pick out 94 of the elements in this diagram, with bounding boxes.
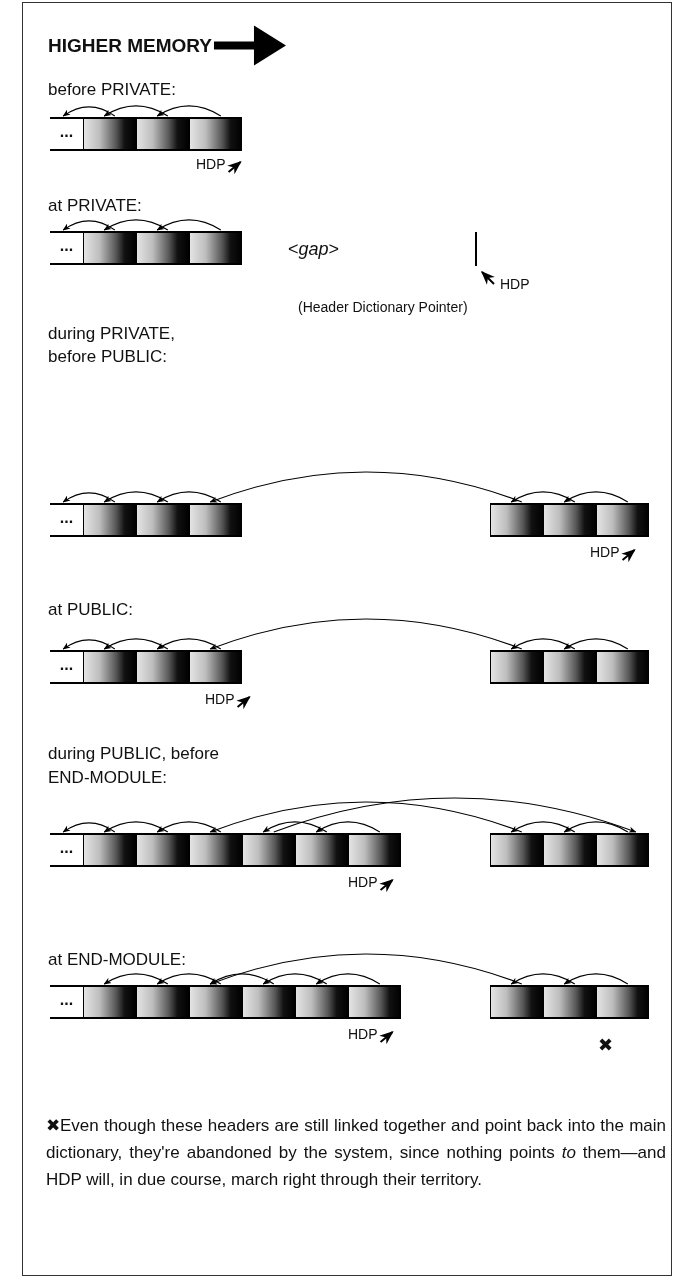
- link-arrow: [510, 973, 576, 985]
- ellipsis-box: ...: [50, 985, 83, 1019]
- link-arrow: [209, 471, 523, 503]
- link-arrow: [315, 973, 381, 985]
- header-box: [83, 231, 136, 265]
- link-arrow: [273, 797, 637, 833]
- heading: HIGHER MEMORY: [48, 34, 212, 57]
- header-box: [543, 985, 596, 1019]
- pointer-label: HDP: [500, 275, 530, 294]
- pointer-label: HDP: [348, 1025, 378, 1044]
- header-box: [83, 117, 136, 151]
- link-arrow: [262, 821, 328, 833]
- header-box: [295, 833, 348, 867]
- header-box: [596, 833, 649, 867]
- header-box: [83, 503, 136, 537]
- header-box: [189, 650, 242, 684]
- link-arrow: [62, 639, 116, 650]
- link-arrow: [103, 973, 169, 985]
- header-box: [189, 833, 242, 867]
- stage-label: at END-MODULE:: [48, 949, 186, 971]
- link-arrow: [62, 106, 116, 117]
- header-box: [490, 985, 543, 1019]
- link-arrow: [510, 821, 576, 833]
- header-box: [596, 985, 649, 1019]
- header-box: [242, 833, 295, 867]
- link-arrow: [62, 822, 116, 833]
- link-arrow: [209, 953, 523, 985]
- header-box: [543, 650, 596, 684]
- link-arrow: [156, 219, 222, 231]
- link-arrow: [156, 973, 222, 985]
- ellipsis-box: ...: [50, 117, 83, 151]
- ellipsis-box: ...: [50, 650, 83, 684]
- header-box: [83, 985, 136, 1019]
- link-arrow: [262, 973, 328, 985]
- gap-label: <gap>: [288, 238, 340, 261]
- footnote: ✖Even though these headers are still linked together and point back into the main dictionary, they're abandoned by the system, since nothing points to them—and HDP will, in due course, march right through their territory.: [46, 1115, 666, 1191]
- header-box: [136, 117, 189, 151]
- link-arrow: [156, 491, 222, 503]
- link-arrow: [103, 105, 169, 117]
- link-arrow: [209, 973, 275, 985]
- link-arrow: [103, 821, 169, 833]
- header-box: [543, 503, 596, 537]
- link-arrow: [156, 638, 222, 650]
- stage-label: at PRIVATE:: [48, 195, 142, 217]
- link-arrow: [103, 638, 169, 650]
- link-arrow: [209, 618, 523, 650]
- stage-label: at PUBLIC:: [48, 599, 134, 621]
- header-box: [136, 650, 189, 684]
- link-arrow: [563, 491, 629, 503]
- header-box: [596, 650, 649, 684]
- stage-label: during PRIVATE, before PUBLIC:: [48, 323, 176, 368]
- pointer-label: HDP: [348, 873, 378, 892]
- header-box: [348, 833, 401, 867]
- stage-label: before PRIVATE:: [48, 79, 176, 101]
- header-box: [295, 985, 348, 1019]
- header-box: [189, 503, 242, 537]
- link-arrow: [563, 638, 629, 650]
- link-arrow: [510, 491, 576, 503]
- header-box: [136, 231, 189, 265]
- header-box: [136, 985, 189, 1019]
- abandoned-mark: ✖: [598, 1034, 613, 1057]
- ellipsis-box: ...: [50, 231, 83, 265]
- link-arrow: [315, 821, 381, 833]
- header-box: [189, 231, 242, 265]
- link-arrow: [563, 821, 629, 833]
- header-box: [83, 650, 136, 684]
- link-arrow: [209, 801, 523, 833]
- pointer-label: HDP: [196, 155, 226, 174]
- link-arrow: [103, 491, 169, 503]
- link-arrow: [156, 105, 222, 117]
- link-arrow: [62, 220, 116, 231]
- header-box: [490, 833, 543, 867]
- ellipsis-box: ...: [50, 503, 83, 537]
- header-box: [596, 503, 649, 537]
- header-box: [83, 833, 136, 867]
- header-box: [490, 650, 543, 684]
- link-arrow: [62, 492, 116, 503]
- pointer-label: HDP: [205, 690, 235, 709]
- link-arrow: [563, 973, 629, 985]
- header-box: [189, 117, 242, 151]
- link-arrow: [510, 638, 576, 650]
- link-arrow: [156, 821, 222, 833]
- header-box: [136, 833, 189, 867]
- header-box: [490, 503, 543, 537]
- stage-label: during PUBLIC, before END-MODULE:: [48, 743, 221, 789]
- header-box: [348, 985, 401, 1019]
- header-box: [242, 985, 295, 1019]
- ellipsis-box: ...: [50, 833, 83, 867]
- link-arrow: [103, 219, 169, 231]
- header-box: [543, 833, 596, 867]
- header-box: [136, 503, 189, 537]
- header-box: [189, 985, 242, 1019]
- pointer-description: (Header Dictionary Pointer): [298, 298, 468, 317]
- pointer-label: HDP: [590, 543, 620, 562]
